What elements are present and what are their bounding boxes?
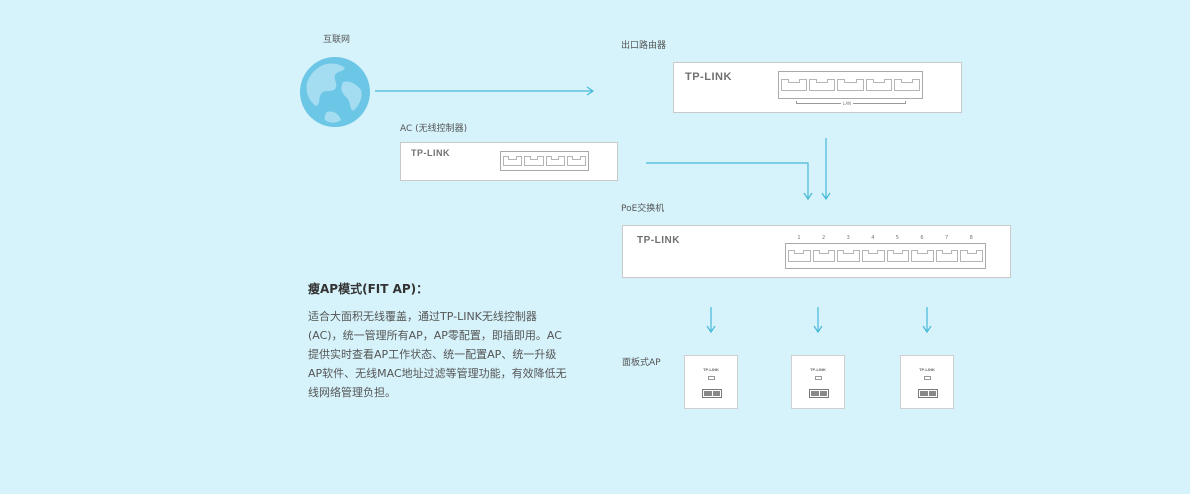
globe-icon	[300, 57, 370, 127]
ap-jacks	[702, 389, 722, 398]
ac-port	[503, 156, 523, 166]
poe-port	[960, 250, 983, 262]
router-brand-logo: TP-LINK	[685, 71, 732, 83]
panel-ap-2: TP-LINK	[791, 355, 845, 409]
router-port	[809, 79, 836, 91]
ap-jacks	[809, 389, 829, 398]
poe-port	[812, 250, 836, 262]
poe-port-number: 7	[945, 235, 949, 241]
ac-port	[566, 156, 586, 166]
poe-port-number: 2	[822, 235, 826, 241]
ac-label: AC (无线控制器)	[400, 124, 468, 134]
router-lan-ports	[778, 71, 923, 99]
poe-port-number: 3	[846, 235, 850, 241]
ac-ports	[500, 151, 589, 171]
poe-port-number: 8	[969, 235, 973, 241]
ac-port	[545, 156, 565, 166]
ap-brand-logo: TP-LINK	[810, 367, 826, 372]
ac-brand-logo: TP-LINK	[411, 148, 450, 158]
router-lan-label: LAN	[841, 101, 854, 106]
poe-port	[911, 250, 934, 262]
ac-port	[524, 156, 544, 166]
ac-device: TP-LINK	[400, 142, 618, 181]
poe-port-number: 5	[895, 235, 899, 241]
router-device: TP-LINK LAN	[673, 62, 962, 113]
ap-brand-logo: TP-LINK	[703, 367, 719, 372]
panel-ap-1: TP-LINK	[684, 355, 738, 409]
poe-port-number: 6	[920, 235, 924, 241]
mode-title: 瘦AP模式(FIT AP)：	[308, 282, 429, 296]
ap-brand-logo: TP-LINK	[919, 367, 935, 372]
router-port	[865, 79, 892, 91]
router-port	[781, 79, 808, 91]
arrow-ac-to-switch	[646, 162, 809, 199]
ap-indicator	[924, 376, 931, 380]
panel-ap-label: 面板式AP	[622, 358, 661, 368]
poe-port	[788, 250, 811, 262]
panel-ap-3: TP-LINK	[900, 355, 954, 409]
mode-description: 适合大面积无线覆盖，通过TP-LINK无线控制器(AC)，统一管理所有AP，AP…	[308, 310, 567, 399]
poe-switch-label: PoE交换机	[621, 204, 665, 214]
poe-ports	[785, 243, 986, 269]
poe-port	[837, 250, 860, 262]
poe-port	[886, 250, 910, 262]
poe-port	[861, 250, 885, 262]
router-port	[837, 79, 864, 91]
router-port	[893, 79, 921, 91]
poe-port-number: 1	[797, 235, 801, 241]
ap-indicator	[815, 376, 822, 380]
poe-port-number: 4	[871, 235, 875, 241]
internet-label: 互联网	[323, 35, 351, 45]
ap-indicator	[708, 376, 715, 380]
router-label: 出口路由器	[621, 41, 667, 51]
poe-brand-logo: TP-LINK	[637, 235, 680, 246]
poe-switch-device: TP-LINK 1 2 3 4 5 6 7 8	[622, 225, 1011, 278]
poe-port	[935, 250, 959, 262]
ap-jacks	[918, 389, 938, 398]
